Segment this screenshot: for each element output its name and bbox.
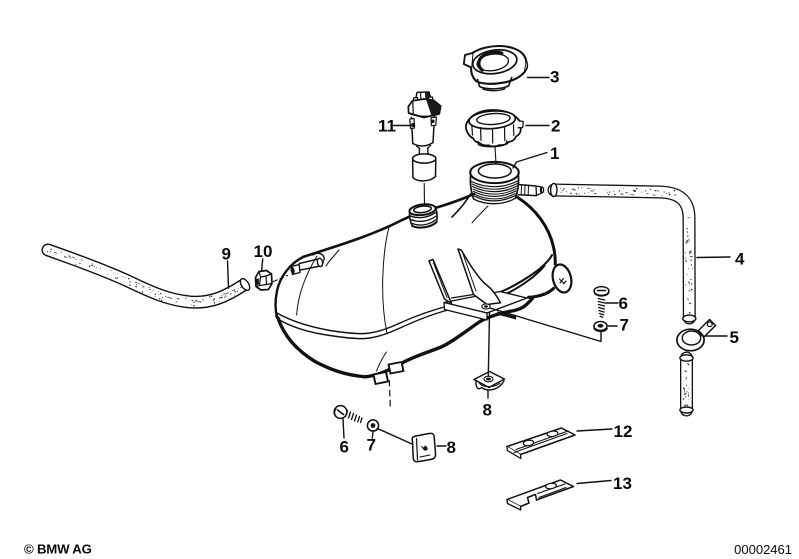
- svg-text:4: 4: [735, 250, 745, 269]
- svg-text:7: 7: [620, 316, 629, 335]
- svg-text:12: 12: [614, 422, 633, 441]
- svg-text:5: 5: [730, 328, 739, 347]
- svg-text:2: 2: [551, 117, 560, 136]
- svg-text:8: 8: [447, 438, 456, 457]
- svg-text:10: 10: [254, 242, 273, 261]
- svg-text:00002461: 00002461: [734, 542, 792, 557]
- svg-text:6: 6: [340, 438, 349, 457]
- svg-text:7: 7: [367, 436, 376, 455]
- svg-text:1: 1: [550, 144, 559, 163]
- svg-text:8: 8: [483, 401, 492, 420]
- svg-text:9: 9: [222, 245, 231, 264]
- svg-text:3: 3: [550, 68, 559, 87]
- svg-text:6: 6: [619, 294, 628, 313]
- svg-text:© BMW AG: © BMW AG: [24, 542, 92, 557]
- svg-text:11: 11: [378, 117, 396, 136]
- svg-text:13: 13: [613, 474, 632, 493]
